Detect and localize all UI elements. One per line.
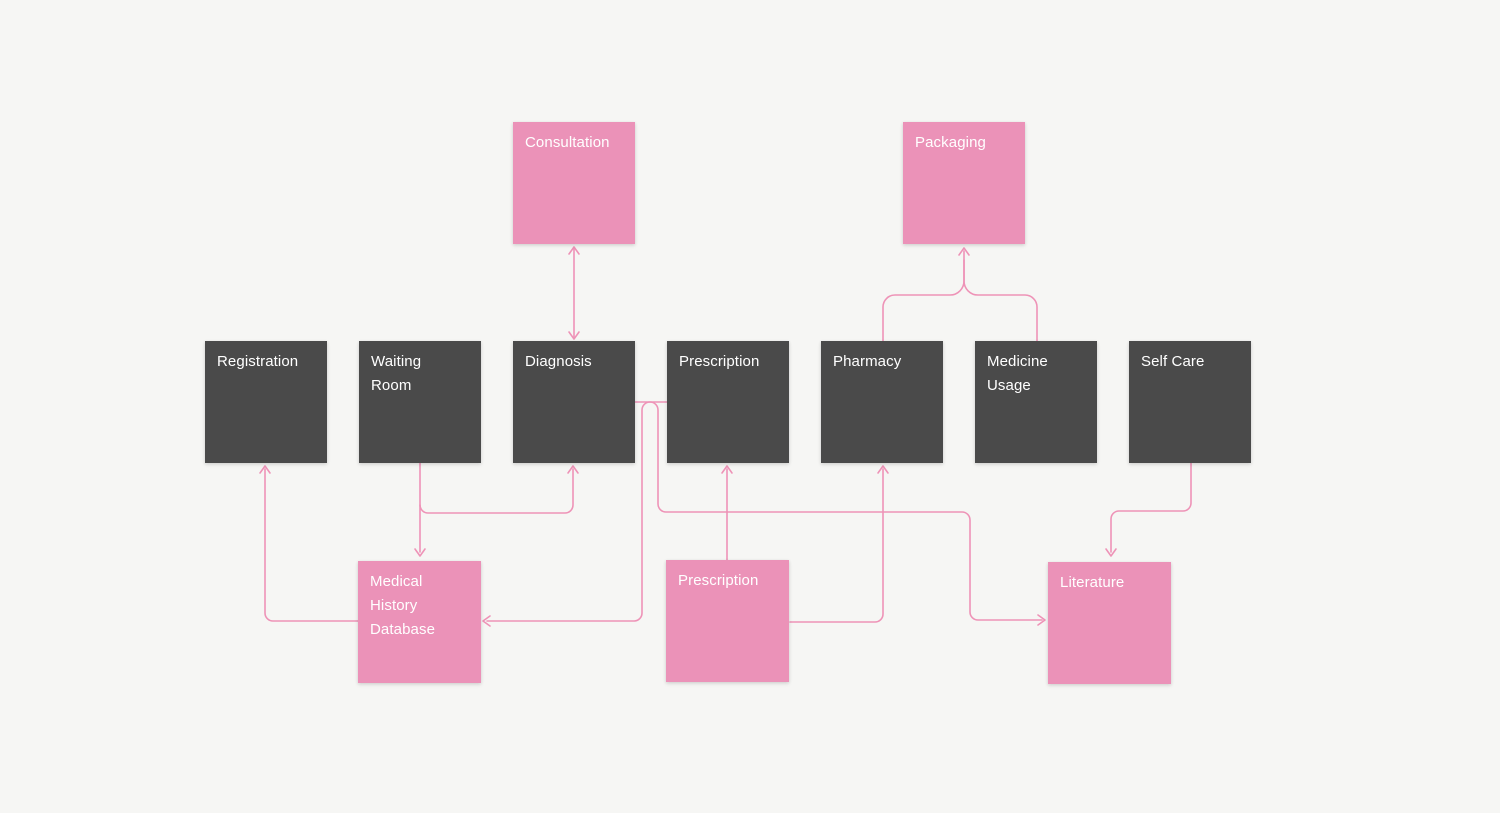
node-pharmacy[interactable]: Pharmacy xyxy=(821,341,943,463)
node-label: Consultation xyxy=(525,134,610,151)
node-consultation[interactable]: Consultation xyxy=(513,122,635,244)
node-label: Database xyxy=(370,621,436,638)
connector-path xyxy=(486,401,1043,622)
node-label: Medical xyxy=(370,573,423,590)
node-label: Medicine xyxy=(987,353,1048,370)
connector-waiting-room-medical-history[interactable] xyxy=(414,462,426,557)
node-label: Literature xyxy=(1060,574,1125,591)
node-literature[interactable]: Literature xyxy=(1048,562,1171,684)
node-label: Pharmacy xyxy=(833,353,902,370)
connector-prescription-bottom-prescription[interactable] xyxy=(721,465,733,561)
connector-arrowhead xyxy=(259,465,271,474)
connector-path xyxy=(789,468,884,623)
connector-medical-history-line-diagnosis[interactable] xyxy=(419,465,579,514)
connector-arrowhead xyxy=(414,548,426,557)
connector-arrowhead xyxy=(1037,614,1046,626)
connector-self-care-literature[interactable] xyxy=(1105,462,1192,557)
connector-arrowhead xyxy=(958,247,970,256)
connector-path xyxy=(882,250,965,342)
node-label: Self Care xyxy=(1141,353,1205,370)
node-self-care[interactable]: Self Care xyxy=(1129,341,1251,463)
connector-consultation-diagnosis[interactable] xyxy=(568,246,580,340)
node-label: Packaging xyxy=(915,134,986,151)
node-label: Usage xyxy=(987,377,1031,394)
connector-arrowhead xyxy=(567,465,579,474)
connector-prescription-bottom-pharmacy[interactable] xyxy=(789,465,889,623)
node-label: Registration xyxy=(217,353,299,370)
node-prescription[interactable]: Prescription xyxy=(667,341,789,463)
node-label: Diagnosis xyxy=(525,353,592,370)
connector-arrowhead xyxy=(721,465,733,474)
node-label: Prescription xyxy=(679,353,760,370)
node-prescription-bottom[interactable]: Prescription xyxy=(666,560,789,682)
node-diagnosis[interactable]: Diagnosis xyxy=(513,341,635,463)
connector-arrowhead xyxy=(482,615,491,627)
node-label: Prescription xyxy=(678,572,759,589)
connector-arrowhead xyxy=(568,331,580,340)
node-label: History xyxy=(370,597,418,614)
connector-path xyxy=(264,468,359,622)
node-label: Waiting xyxy=(371,353,422,370)
connector-arrowhead xyxy=(877,465,889,474)
connector-arrowhead xyxy=(568,246,580,255)
connector-medical-history-literature[interactable] xyxy=(482,401,1046,627)
connector-path xyxy=(1110,462,1192,553)
connector-arrowhead xyxy=(1105,548,1117,557)
node-registration[interactable]: Registration xyxy=(205,341,327,463)
connector-path xyxy=(419,468,574,514)
connector-pharmacy-packaging[interactable] xyxy=(882,247,970,342)
connector-medical-history-registration[interactable] xyxy=(259,465,359,622)
connector-medicine-usage-packaging[interactable] xyxy=(963,259,1038,342)
node-packaging[interactable]: Packaging xyxy=(903,122,1025,244)
connector-path xyxy=(963,259,1038,342)
node-label: Room xyxy=(371,377,412,394)
